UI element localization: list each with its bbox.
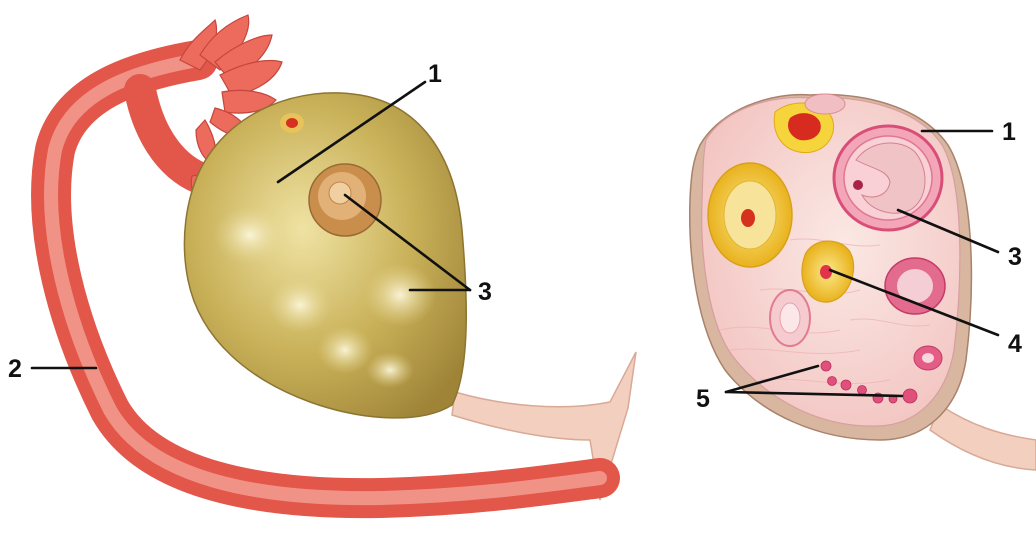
uterine-tube-upper [140,90,205,180]
mature-follicle [309,164,381,236]
left-figure: 1 3 2 [8,15,636,500]
small-follicle [914,346,942,370]
mature-follicle-section [834,126,942,230]
ovary-blister-4 [317,326,373,374]
right-ligament [930,405,1036,470]
label-right-4: 4 [1008,330,1022,358]
growing-follicle [885,258,945,314]
right-figure: 1 3 4 5 [690,94,1036,470]
corpus-spot [280,113,304,133]
label-right-5: 5 [696,385,710,413]
corpus-luteum-large [708,163,792,267]
label-left-3: 3 [478,278,492,306]
atretic-follicle [770,290,810,346]
label-right-1: 1 [1002,118,1016,146]
label-left-2: 2 [8,355,22,383]
ovary-blister-3 [364,263,436,327]
ovary-blister-2 [268,277,332,333]
top-follicle [805,94,845,114]
label-right-3: 3 [1008,243,1022,271]
ovary-blister-5 [366,352,414,388]
ovary-blister-1 [214,205,286,265]
label-left-1: 1 [428,60,442,88]
